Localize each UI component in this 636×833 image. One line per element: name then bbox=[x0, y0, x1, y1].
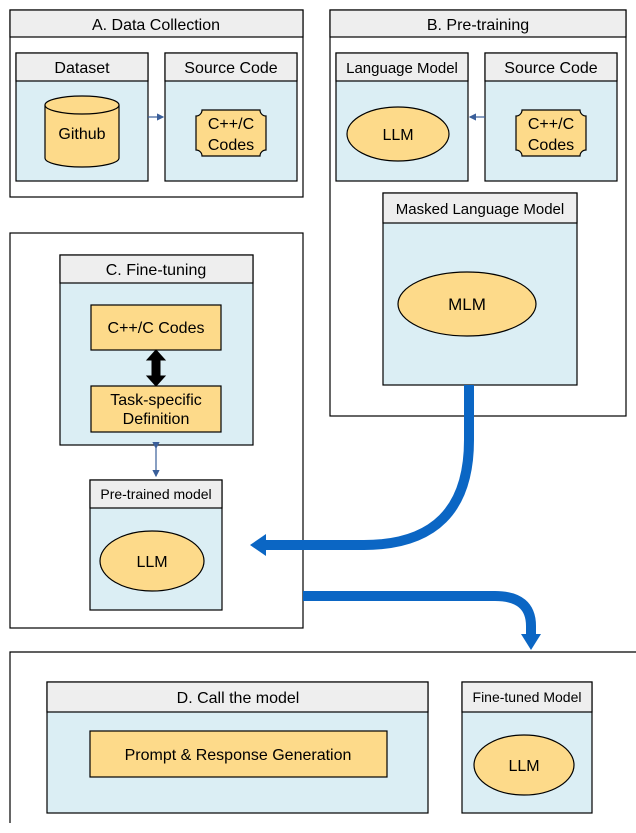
code-label-line2-a: Codes bbox=[208, 137, 254, 154]
code-plaque-icon-b bbox=[515, 109, 587, 157]
pretrained-model-header-bar bbox=[89, 479, 223, 509]
call-model-header-bar bbox=[46, 681, 429, 713]
source-code-header-bar-a bbox=[164, 52, 298, 82]
language-model-header: Language Model bbox=[346, 60, 458, 77]
section-b-title: B. Pre-training bbox=[427, 17, 529, 34]
mlm-ellipse bbox=[397, 271, 537, 337]
code-label-line1-a: C++/C bbox=[208, 116, 254, 133]
llm-ellipse-d bbox=[473, 734, 575, 796]
masked-language-model-header: Masked Language Model bbox=[396, 201, 564, 218]
fine-tuning-header-bar bbox=[59, 254, 254, 284]
code-label-line2-b: Codes bbox=[528, 137, 574, 154]
task-label-line1: Task-specific bbox=[110, 392, 202, 409]
source-code-header-bar-b bbox=[484, 52, 618, 82]
code-label-line1-b: C++/C bbox=[528, 116, 574, 133]
dataset-header: Dataset bbox=[54, 60, 110, 77]
mlm-label: MLM bbox=[448, 295, 486, 314]
source-code-header-a: Source Code bbox=[184, 60, 277, 77]
section-d-frame bbox=[9, 651, 636, 823]
section-d-call-model: D. Call the model Prompt & Response Gene… bbox=[9, 651, 636, 823]
llm-label-b: LLM bbox=[382, 127, 413, 144]
language-model-header-bar bbox=[335, 52, 469, 82]
section-a-title-bar bbox=[9, 9, 304, 38]
code-plaque-icon bbox=[195, 109, 267, 157]
github-label: Github bbox=[58, 126, 105, 143]
pretrained-to-finetuned-arrow bbox=[303, 591, 541, 650]
fine-tuned-model-header: Fine-tuned Model bbox=[473, 689, 582, 705]
codes-box bbox=[90, 304, 222, 351]
masked-language-model-header-bar bbox=[382, 192, 578, 224]
llm-ellipse-c bbox=[99, 530, 205, 592]
section-a-data-collection: A. Data Collection Dataset Github Source… bbox=[9, 9, 304, 198]
fine-tuned-model-header-bar bbox=[461, 681, 593, 713]
database-cylinder-icon bbox=[44, 95, 120, 168]
section-a-title: A. Data Collection bbox=[92, 17, 220, 34]
dataset-header-bar bbox=[15, 52, 149, 82]
llm-label-c: LLM bbox=[136, 554, 167, 571]
llm-label-d: LLM bbox=[508, 758, 539, 775]
prompt-response-label: Prompt & Response Generation bbox=[125, 747, 352, 764]
section-d-title: D. Call the model bbox=[177, 690, 300, 707]
codes-label: C++/C Codes bbox=[108, 320, 205, 337]
section-b-title-bar bbox=[329, 9, 627, 38]
task-definition-box bbox=[90, 385, 222, 433]
task-label-line2: Definition bbox=[123, 411, 190, 428]
pretrained-model-header: Pre-trained model bbox=[100, 486, 211, 502]
source-code-header-b: Source Code bbox=[504, 60, 597, 77]
section-b-pre-training: B. Pre-training Language Model LLM Sourc… bbox=[329, 9, 627, 417]
section-c-fine-tuning: C. Fine-tuning C++/C Codes Task-specific… bbox=[9, 232, 304, 629]
prompt-response-box bbox=[89, 730, 388, 778]
section-c-title: C. Fine-tuning bbox=[106, 262, 207, 279]
llm-ellipse-b bbox=[346, 106, 450, 162]
mlm-to-pretrained-arrow bbox=[250, 385, 474, 556]
